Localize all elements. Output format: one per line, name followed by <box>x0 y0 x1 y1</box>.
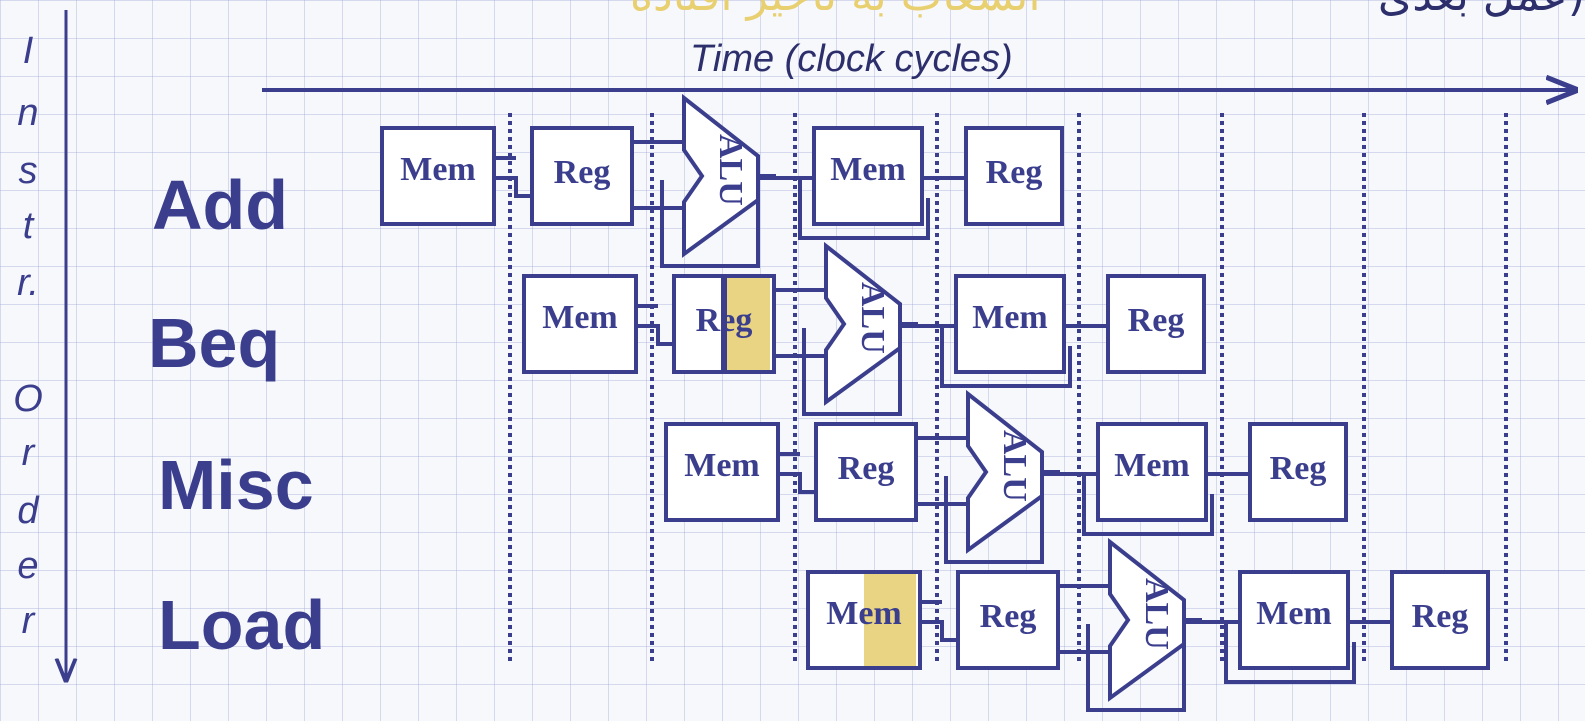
alu-label: ALU <box>854 282 891 354</box>
dmem-box <box>1096 422 1208 522</box>
order-letter: d <box>17 490 39 532</box>
pipeline-row-load: Mem Reg ALU Mem Reg <box>806 537 1490 712</box>
writeback-reg-box <box>964 126 1064 226</box>
alu-label: ALU <box>996 430 1033 502</box>
dmem-label: Mem <box>830 151 906 188</box>
alu-label: ALU <box>1138 578 1175 650</box>
time-axis-label: Time (clock cycles) <box>690 38 1013 80</box>
dmem-label: Mem <box>972 299 1048 336</box>
order-letter: e <box>17 545 39 587</box>
pipeline-row-add: Mem Reg ALU Mem Reg <box>380 93 1064 268</box>
writeback-reg-box <box>1106 274 1206 374</box>
order-letter: n <box>17 92 39 134</box>
if-id-link <box>494 156 532 198</box>
regfile-box <box>956 570 1060 670</box>
id-ex-link <box>1058 584 1110 654</box>
instruction-label-misc: Misc <box>158 446 314 524</box>
imem-label: Mem <box>684 447 760 484</box>
regfile-label: Reg <box>980 598 1037 635</box>
alu-shape <box>966 389 1044 554</box>
order-letter: r <box>21 432 35 474</box>
order-letter: O <box>13 378 43 420</box>
alu-shape <box>1108 537 1186 702</box>
if-id-link <box>636 304 674 346</box>
writeback-reg-label: Reg <box>1270 450 1327 487</box>
order-letter: r <box>21 600 35 642</box>
mem-return-link <box>798 178 930 240</box>
mem-return-link <box>940 326 1072 388</box>
dmem-label: Mem <box>1114 447 1190 484</box>
order-letter: r. <box>17 262 39 304</box>
instruction-label-beq: Beq <box>148 304 281 382</box>
slide-title-dark: عمل بعدی) <box>1378 0 1585 30</box>
regfile-label: Reg <box>554 154 611 191</box>
cycle-dividers <box>508 113 1508 665</box>
alu-shape <box>824 241 902 406</box>
pipeline-row-misc: Mem Reg ALU Mem Reg <box>664 389 1348 564</box>
writeback-reg-label: Reg <box>1412 598 1469 635</box>
imem-highlight <box>864 574 916 666</box>
regfile-box <box>814 422 918 522</box>
imem-box <box>380 126 496 226</box>
alu-shape <box>682 93 760 258</box>
alu-label: ALU <box>712 134 749 206</box>
axes <box>66 10 1575 680</box>
id-ex-link <box>632 140 684 210</box>
dmem-label: Mem <box>1256 595 1332 632</box>
slide-title-highlight: انشعاب به تاخیر افتاده <box>630 0 1041 30</box>
imem-label: Mem <box>826 595 902 632</box>
writeback-reg-box <box>1390 570 1490 670</box>
order-letter: s <box>18 150 38 192</box>
imem-label: Mem <box>400 151 476 188</box>
reg-read-highlight <box>724 278 770 370</box>
regfile-label: Reg <box>696 302 753 339</box>
instruction-label-load: Load <box>158 586 326 664</box>
order-letter: t <box>22 205 34 247</box>
id-ex-link <box>916 436 968 506</box>
regfile-box <box>530 126 634 226</box>
order-letter: I <box>22 30 34 72</box>
regfile-label: Reg <box>838 450 895 487</box>
writeback-reg-label: Reg <box>986 154 1043 191</box>
pipeline-row-beq: Mem Reg ALU Mem Reg <box>522 241 1206 416</box>
id-ex-link <box>774 288 826 358</box>
mem-return-link <box>1082 474 1214 536</box>
if-id-link <box>920 600 958 642</box>
writeback-reg-label: Reg <box>1128 302 1185 339</box>
imem-box <box>522 274 638 374</box>
mem-return-link <box>1224 622 1356 684</box>
writeback-reg-box <box>1248 422 1348 522</box>
instruction-label-add: Add <box>152 166 289 244</box>
imem-label: Mem <box>542 299 618 336</box>
if-id-link <box>778 452 816 494</box>
